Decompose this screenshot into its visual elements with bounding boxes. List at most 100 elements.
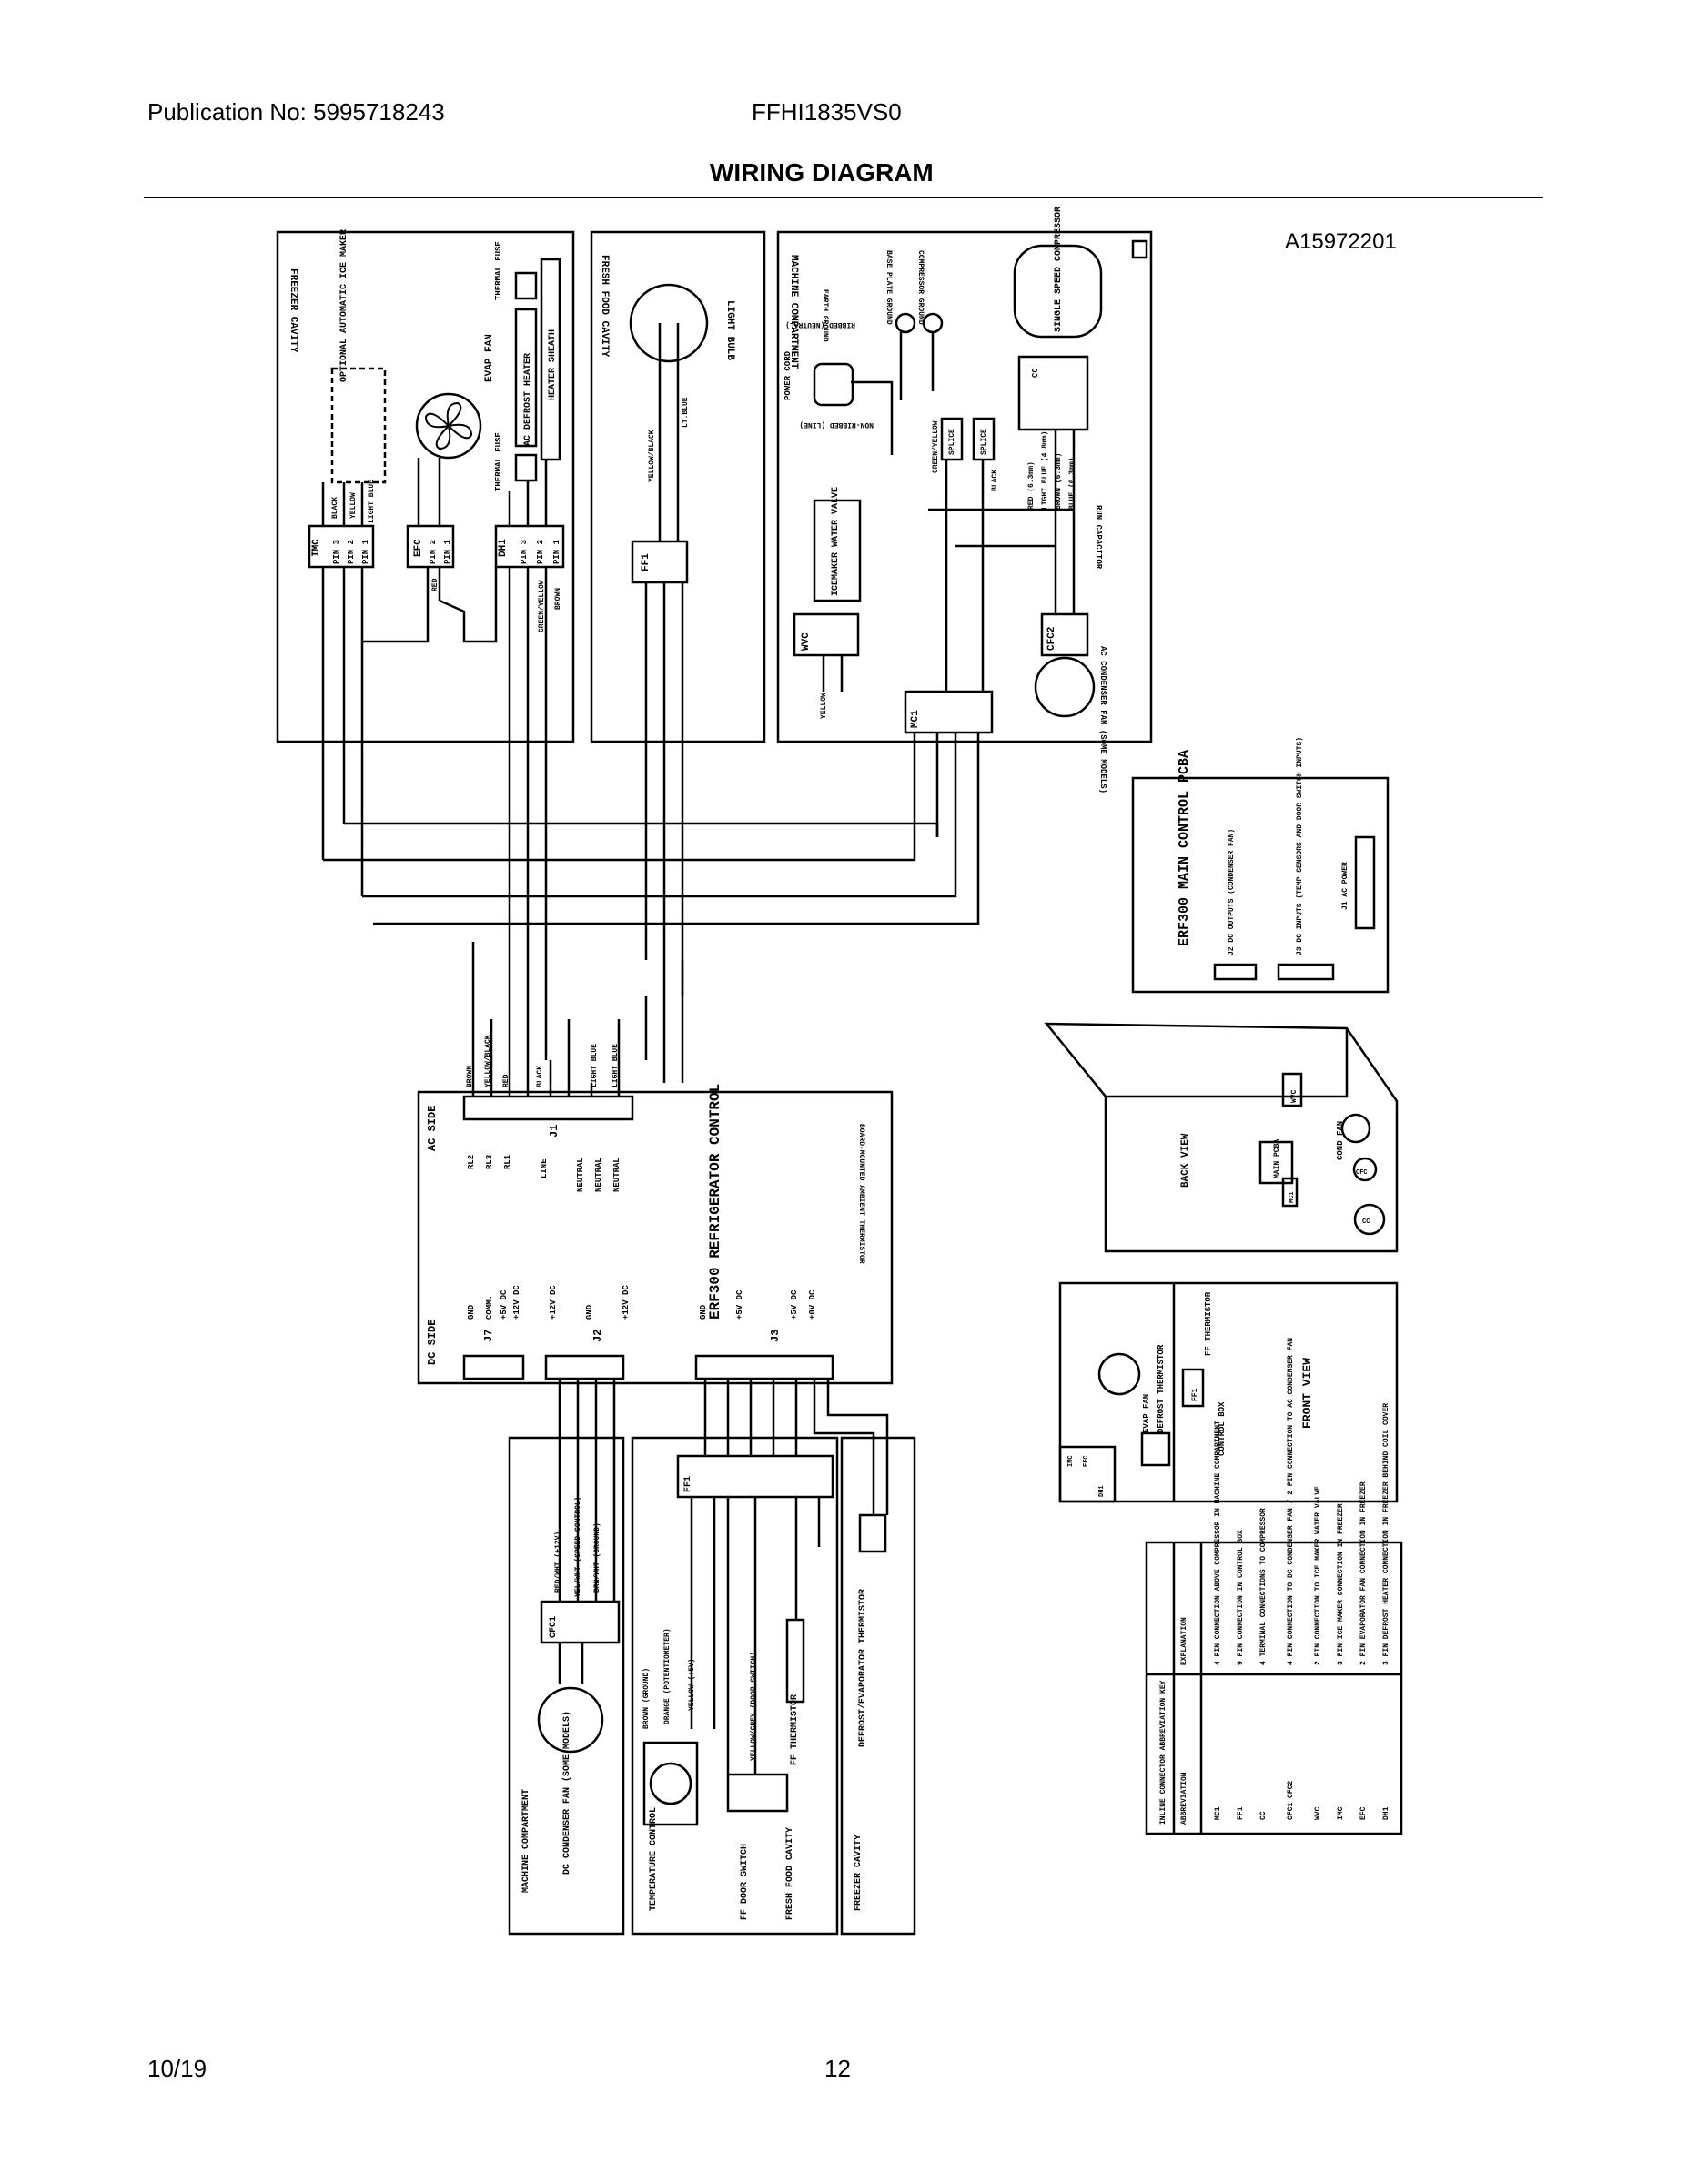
control-board [417, 1090, 894, 1385]
yellow-black-wire-j1: YELLOW/BLACK [484, 1035, 492, 1087]
yellow-5v-label: YELLOW (+5V) [688, 1658, 696, 1711]
compressor-ground-icon [922, 312, 944, 334]
key-row-text: 3 PIN DEFROST HEATER CONNECTION IN FREEZ… [1382, 1403, 1390, 1665]
publication-number: Publication No: 5995718243 [147, 98, 445, 126]
dh1-label: DH1 [498, 539, 509, 557]
base-plate-ground-label: BASE PLATE GROUND [884, 250, 893, 325]
brown-wire-j1: BROWN [466, 1066, 474, 1087]
model-number: FFHI1835VS0 [752, 98, 902, 126]
lower-freezer-panel [840, 1436, 916, 1936]
efc-pin1: PIN 1 [443, 539, 452, 564]
pcba-title: ERF300 MAIN CONTROL PCBA [1177, 750, 1192, 946]
fresh-food-bottom-label: FRESH FOOD CAVITY [785, 1827, 795, 1920]
yel-wht-label: YEL/WHT (SPEED CONTROL) [574, 1497, 582, 1597]
key-rows: MC1 4 PIN CONNECTION ABOVE COMPRESSOR IN… [1214, 1338, 1390, 1820]
dh1-pin1: PIN 1 [552, 539, 561, 564]
j2-12v-label-2: +12V DC [622, 1285, 631, 1320]
key-row-abbr: EFC [1359, 1806, 1368, 1820]
imc-pin2: PIN 2 [347, 540, 356, 564]
j7-gnd-label: GND [467, 1304, 476, 1320]
imc-connector [308, 524, 375, 569]
lightblue-wire-j1-b: LIGHT BLUE [612, 1044, 620, 1087]
j1-label: J1 [548, 1125, 561, 1138]
key-row-abbr: MC1 [1214, 1806, 1222, 1820]
j3-0v-label: +0V DC [808, 1289, 817, 1320]
power-cord-label: POWER CORD [783, 350, 793, 400]
j3-5v-label-2: +5V DC [790, 1289, 799, 1320]
yellow-black-wire-top: YELLOW/BLACK [648, 430, 656, 482]
freezer-cavity-label: FREEZER CAVITY [288, 268, 298, 353]
key-col-abbr: ABBREVIATION [1180, 1772, 1188, 1825]
dc-condenser-fan-circle [537, 1686, 604, 1754]
icemaker-valve-box [813, 499, 862, 602]
j7-comm-label: COMM. [485, 1295, 494, 1320]
ac-condenser-fan-circle [1034, 656, 1096, 718]
thermal-fuse-top [514, 271, 538, 300]
evap-fan-label: EVAP FAN [484, 334, 495, 382]
defrost-heater-label: AC DEFROST HEATER [523, 353, 533, 446]
base-plate-ground-icon [895, 312, 916, 334]
neutral-label-3: NEUTRAL [612, 1158, 622, 1192]
back-view-mc1-label: MC1 [1289, 1191, 1296, 1203]
ice-maker-box [330, 367, 387, 484]
key-row-text: 4 TERMINAL CONNECTIONS TO COMPRESSOR [1259, 1508, 1268, 1665]
efc-label: EFC [413, 539, 424, 557]
j3-gnd-label: GND [699, 1304, 708, 1320]
j3-5v-label: +5V DC [735, 1289, 744, 1320]
j3-terminal-strip [694, 1354, 834, 1380]
key-table-grid [1147, 1542, 1401, 1834]
non-ribbed-label: NON-RIBBED (LINE) [799, 420, 874, 429]
ice-maker-label: OPTIONAL AUTOMATIC ICE MAKER [339, 229, 349, 382]
dh1-connector [494, 524, 565, 569]
j7-terminal-strip [462, 1354, 525, 1380]
back-view-label: BACK VIEW [1180, 1133, 1191, 1188]
cfc2-label: CFC2 [1046, 627, 1057, 651]
line-label: LINE [540, 1158, 549, 1178]
imc-pin1: PIN 1 [361, 539, 370, 564]
cc-terminal-block [1017, 355, 1089, 431]
key-row-text: 9 PIN CONNECTION IN CONTROL BOX [1237, 1530, 1245, 1665]
footer-page-number: 12 [824, 2055, 851, 2082]
yellow-wire-top: YELLOW [820, 693, 828, 719]
freezer-wires [321, 458, 548, 942]
front-view-ff1 [1181, 1368, 1205, 1408]
dh1-pin3: PIN 3 [520, 540, 529, 564]
light-bulb [629, 283, 709, 363]
lightblue-wire-j1-a: LIGHT BLUE [591, 1044, 599, 1087]
key-row-abbr: CC [1259, 1811, 1268, 1820]
brown-ground-label: BROWN (GROUND) [642, 1668, 651, 1729]
green-yellow-wire-top: GREEN/YELLOW [932, 420, 940, 473]
key-row-abbr: WVC [1314, 1806, 1322, 1820]
red-63-label: RED (6.3mm) [1027, 461, 1036, 510]
back-view-cond-fan-icon [1340, 1113, 1371, 1144]
efc-connector [406, 524, 455, 569]
key-row-text: 2 PIN CONNECTION TO ICE MAKER WATER VALV… [1314, 1486, 1322, 1665]
lt-blue-wire-top: LT.BLUE [682, 397, 690, 428]
heater-sheath [540, 258, 561, 461]
light-bulb-label: LIGHT BULB [724, 300, 735, 360]
dh1-greenyellow-wire: GREEN/YELLOW [538, 580, 546, 632]
front-view-imc-label: IMC [1067, 1455, 1075, 1467]
back-view-main-pcba [1258, 1140, 1294, 1185]
pcba-j1-label: J1 AC POWER [1341, 862, 1349, 910]
temperature-control-label: TEMPERATURE CONTROL [649, 1807, 659, 1911]
mc1-connector-top [904, 690, 994, 734]
icemaker-valve-label: ICEMAKER WATER VALVE [831, 487, 841, 596]
machine-compartment-label: MACHINE COMPARTMENT [788, 255, 799, 369]
key-row-text: 2 PIN EVAPORATOR FAN CONNECTION IN FREEZ… [1359, 1481, 1368, 1665]
ff-door-switch [726, 1773, 789, 1813]
evap-fan-icon [424, 401, 473, 450]
machine-compartment-panel [776, 230, 1153, 743]
fresh-food-cavity-panel [590, 230, 766, 743]
cfc1-label: CFC1 [549, 1616, 559, 1638]
earth-ground-label: EARTH GROUND [821, 289, 829, 342]
red-wht-label: RED/WHT (+12V) [554, 1532, 562, 1592]
ff1-connector-bottom [676, 1454, 834, 1499]
dh1-pin2: PIN 2 [536, 540, 545, 564]
compressor-body [1013, 244, 1103, 339]
wvc-connector [793, 612, 860, 657]
imc-pin3: PIN 3 [332, 540, 341, 564]
defrost-thermistor-body [858, 1513, 887, 1553]
footer-date: 10/19 [147, 2055, 207, 2082]
